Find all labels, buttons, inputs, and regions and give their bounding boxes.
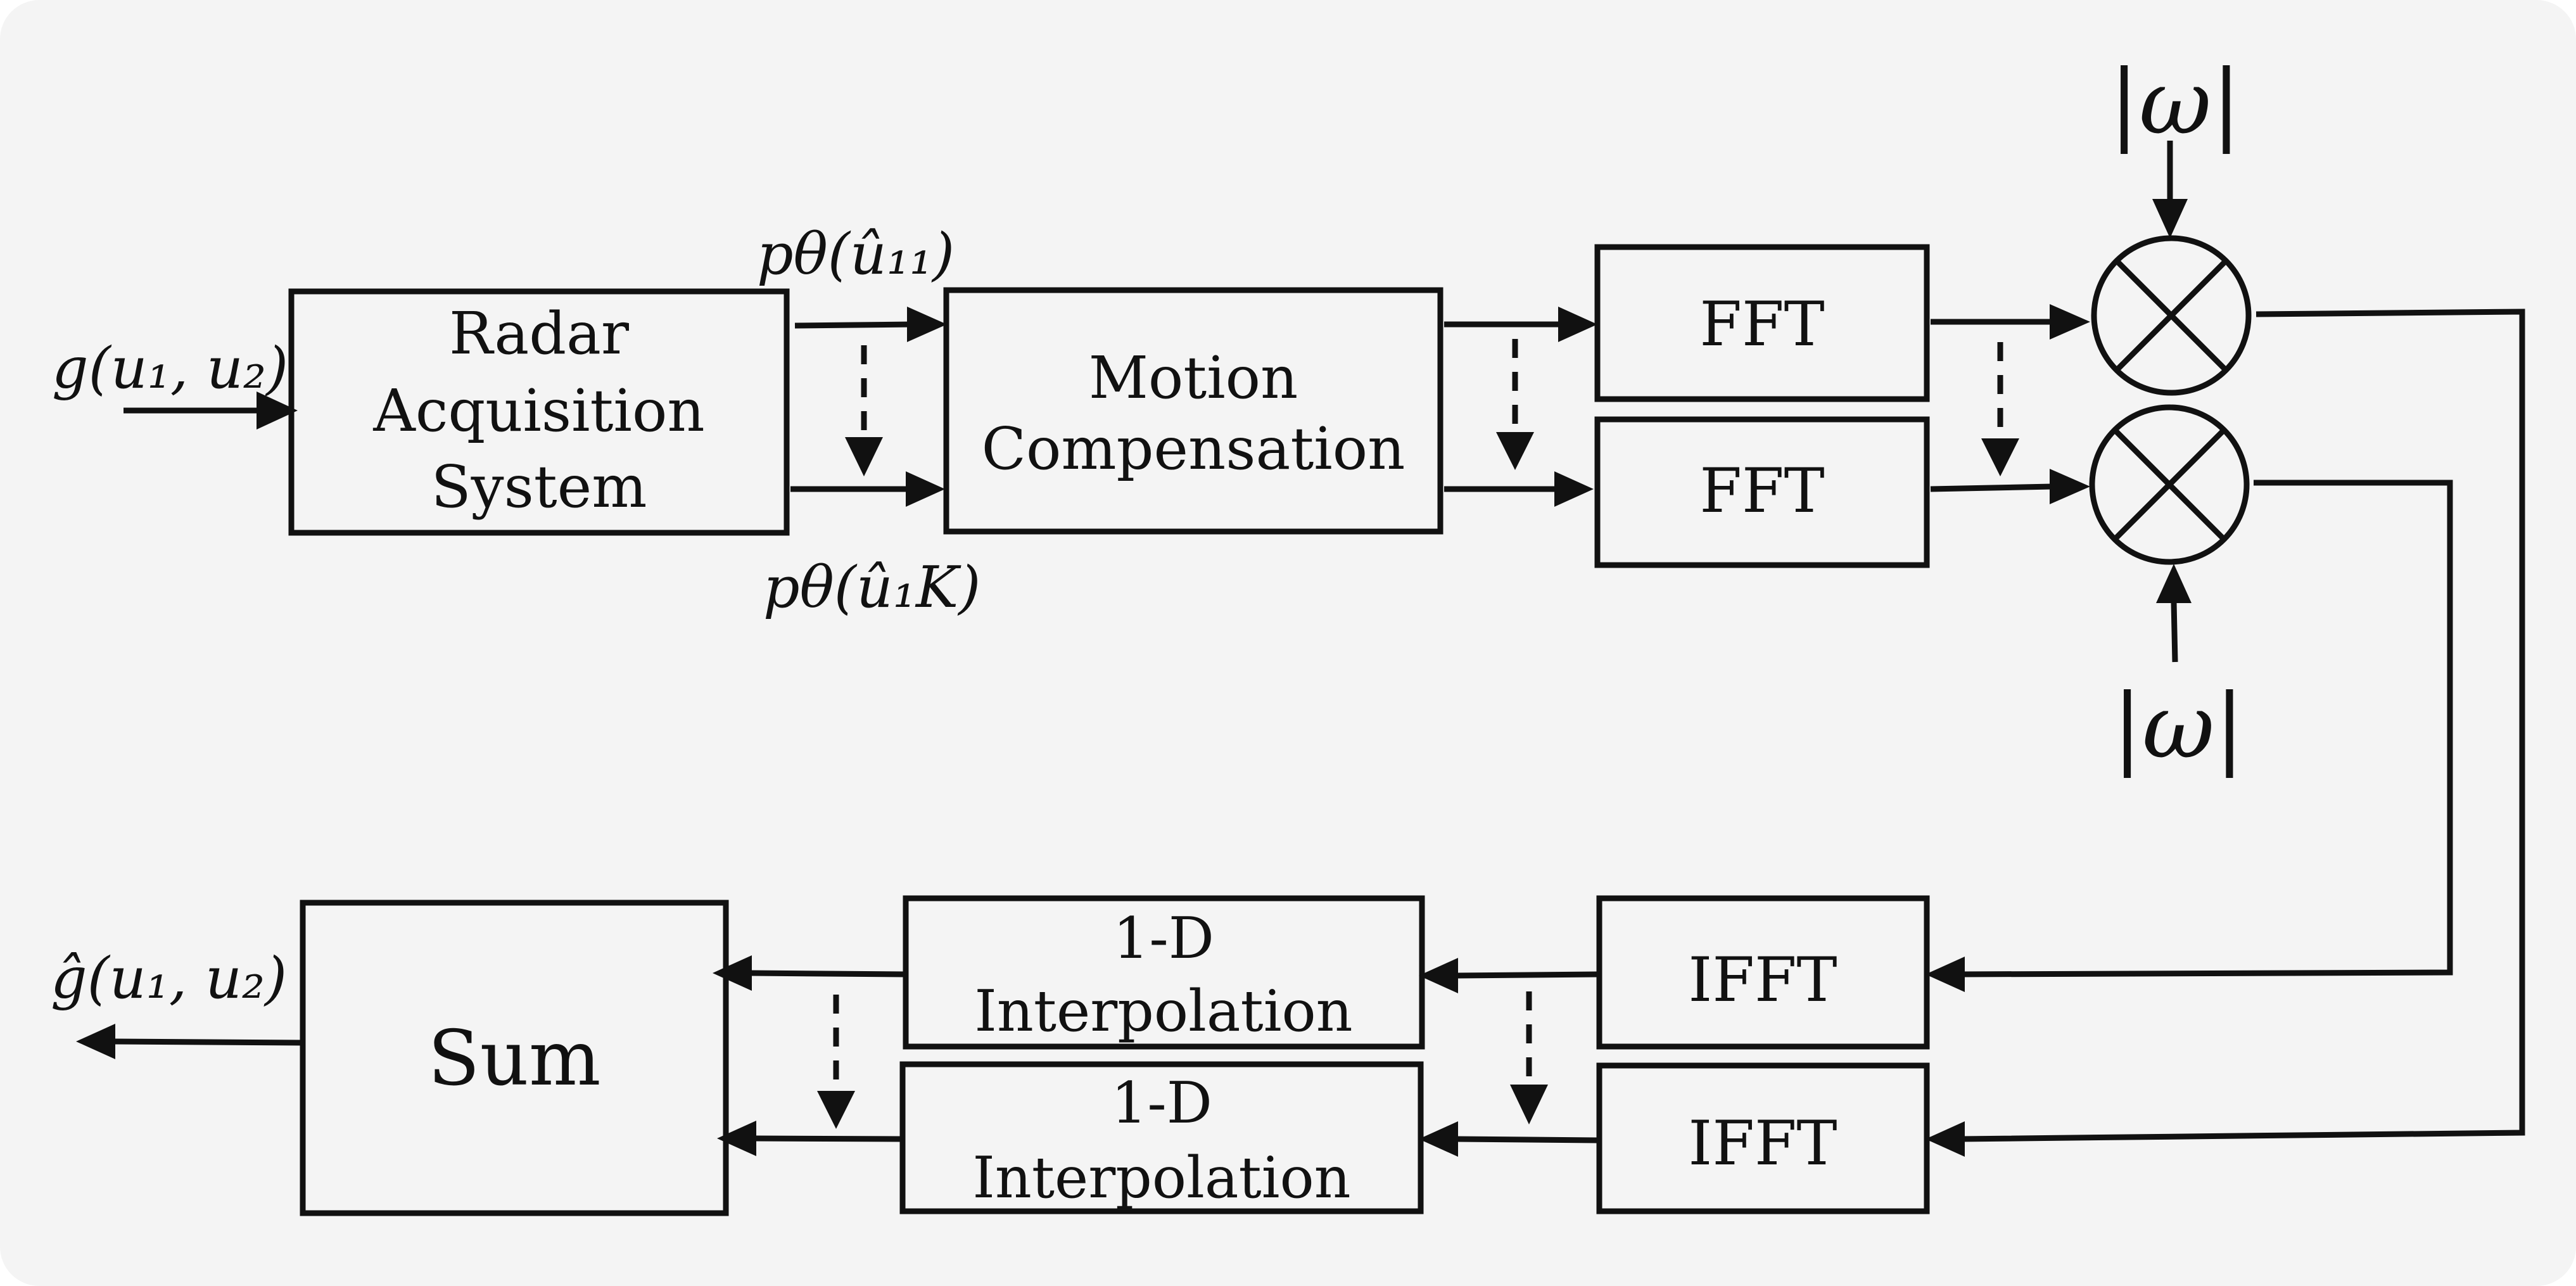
- fft-bottom-label: FFT: [1699, 455, 1824, 526]
- arrow-ifft-to-interp-bottom: [1419, 1121, 1598, 1157]
- arrow-radar-to-motion-bottom: [790, 471, 945, 507]
- sum-block: Sum: [300, 900, 729, 1216]
- ifft-bottom-label: IFFT: [1688, 1108, 1837, 1179]
- connector-multiplier-bottom-to-ifft-top: [1926, 480, 2453, 992]
- arrow-output: [76, 1024, 302, 1059]
- motion-compensation-block: Motion Compensation: [943, 287, 1443, 535]
- multiplier-top: [2091, 235, 2252, 396]
- arrow-fft-to-multiplier-bottom: [1930, 469, 2090, 504]
- input-signal-label: g(u₁, u₂): [52, 335, 288, 402]
- interp-bottom-line2: Interpolation: [972, 1145, 1350, 1211]
- dashed-arrow-ifft-outputs: [1510, 991, 1548, 1124]
- ifft-block-top: IFFT: [1596, 895, 1930, 1050]
- fft-block-top: FFT: [1594, 244, 1930, 402]
- interp-top-line2: Interpolation: [974, 978, 1352, 1045]
- arrow-motion-to-fft-top: [1444, 307, 1597, 342]
- radar-label-line1: Radar: [449, 300, 629, 367]
- arrow-filter-to-multiplier-top: [2152, 141, 2188, 238]
- arrow-filter-to-multiplier-bottom: [2156, 564, 2192, 663]
- multiplier-bottom: [2089, 404, 2250, 565]
- motion-label-line1: Motion: [1089, 344, 1298, 412]
- sum-label: Sum: [428, 1015, 600, 1103]
- projection-first-label: pθ(û₁₁): [757, 221, 955, 288]
- filter-label-top: |ω|: [2109, 51, 2242, 155]
- ifft-top-label: IFFT: [1688, 945, 1837, 1015]
- interpolation-block-bottom: 1-D Interpolation: [899, 1061, 1424, 1214]
- fft-block-bottom: FFT: [1594, 416, 1930, 568]
- arrow-ifft-to-interp-top: [1419, 958, 1598, 993]
- radar-label-line2: Acquisition: [372, 377, 704, 445]
- filter-label-bottom: |ω|: [2112, 675, 2245, 779]
- dashed-arrow-fft-outputs: [1981, 342, 2019, 476]
- fft-top-label: FFT: [1699, 289, 1824, 360]
- connector-multiplier-top-to-ifft-bottom: [1926, 309, 2525, 1157]
- dashed-arrow-interp-outputs: [817, 995, 855, 1129]
- interpolation-block-top: 1-D Interpolation: [903, 895, 1425, 1050]
- arrow-input: [124, 392, 298, 430]
- arrow-interp-to-sum-top: [713, 955, 905, 991]
- projection-last-label: pθ(û₁K): [763, 554, 980, 621]
- ifft-block-bottom: IFFT: [1596, 1062, 1930, 1214]
- radar-label-line3: System: [431, 453, 647, 521]
- radar-acquisition-block: Radar Acquisition System: [288, 288, 790, 536]
- dashed-arrow-motion-outputs: [1496, 339, 1534, 470]
- arrow-motion-to-fft-bottom: [1444, 471, 1594, 507]
- interp-bottom-line1: 1-D: [1111, 1070, 1212, 1136]
- motion-label-line2: Compensation: [982, 415, 1405, 483]
- output-signal-label: ĝ(u₁, u₂): [51, 945, 287, 1012]
- arrow-fft-to-multiplier-top: [1931, 304, 2090, 340]
- dashed-arrow-projections: [845, 345, 883, 476]
- arrow-radar-to-motion-top: [794, 307, 947, 342]
- interp-top-line1: 1-D: [1113, 905, 1214, 972]
- arrow-interp-to-sum-bottom: [717, 1121, 901, 1156]
